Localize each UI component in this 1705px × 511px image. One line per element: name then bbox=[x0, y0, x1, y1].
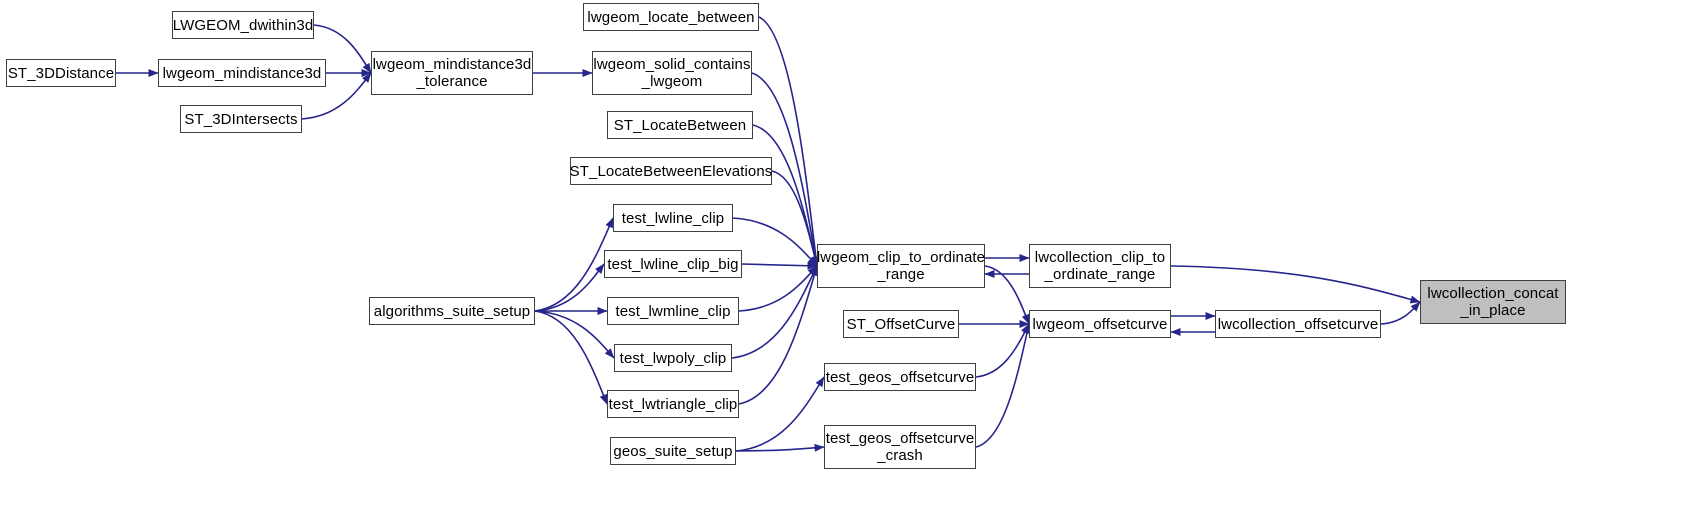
graph-edge-lwcollection_offsetcurve-to-lwcollection_concat_in_place bbox=[1380, 301, 1421, 325]
graph-node-label: ST_OffsetCurve bbox=[846, 315, 956, 333]
graph-node-lwcollection_clip_to_ordinate_range[interactable]: lwcollection_clip_to _ordinate_range bbox=[1029, 244, 1171, 288]
graph-node-label: geos_suite_setup bbox=[613, 442, 733, 460]
graph-node-test_geos_offsetcurve_crash[interactable]: test_geos_offsetcurve _crash bbox=[824, 425, 976, 469]
graph-node-lwgeom_mindistance3d[interactable]: lwgeom_mindistance3d bbox=[158, 59, 326, 87]
graph-node-test_lwline_clip[interactable]: test_lwline_clip bbox=[613, 204, 733, 232]
graph-edge-lwgeom_locate_between-to-lwgeom_clip_to_ordinate_range bbox=[758, 16, 820, 267]
graph-node-geos_suite_setup[interactable]: geos_suite_setup bbox=[610, 437, 736, 465]
graph-edge-lwcollection_clip_to_ordinate_range-to-lwcollection_concat_in_place bbox=[1170, 265, 1421, 304]
graph-node-label: test_geos_offsetcurve _crash bbox=[825, 430, 975, 464]
graph-node-label: ST_3DDistance bbox=[7, 64, 115, 82]
graph-node-label: ST_LocateBetweenElevations bbox=[569, 162, 773, 180]
graph-node-lwcollection_concat_in_place[interactable]: lwcollection_concat _in_place bbox=[1420, 280, 1566, 324]
graph-edge-algorithms_suite_setup-to-test_lwline_clip_big bbox=[534, 263, 605, 312]
graph-edge-test_geos_offsetcurve_crash-to-lwgeom_offsetcurve bbox=[975, 323, 1031, 448]
graph-edge-lwgeom_clip_to_ordinate_range-to-lwgeom_offsetcurve bbox=[984, 265, 1030, 325]
graph-edge-st_locatebetweenelevations-to-lwgeom_clip_to_ordinate_range bbox=[771, 170, 819, 267]
graph-edge-geos_suite_setup-to-test_geos_offsetcurve_crash bbox=[735, 443, 825, 452]
graph-edge-test_lwline_clip-to-lwgeom_clip_to_ordinate_range bbox=[732, 217, 818, 267]
graph-edge-algorithms_suite_setup-to-test_lwpoly_clip bbox=[534, 310, 615, 359]
graph-node-test_geos_offsetcurve[interactable]: test_geos_offsetcurve bbox=[824, 363, 976, 391]
graph-edge-geos_suite_setup-to-test_geos_offsetcurve bbox=[735, 376, 825, 452]
graph-node-label: test_lwpoly_clip bbox=[619, 349, 727, 367]
graph-node-label: test_lwline_clip_big bbox=[607, 255, 739, 273]
graph-node-label: test_lwtriangle_clip bbox=[608, 395, 738, 413]
graph-node-st_3ddistance[interactable]: ST_3DDistance bbox=[6, 59, 116, 87]
graph-edge-test_lwtriangle_clip-to-lwgeom_clip_to_ordinate_range bbox=[738, 265, 819, 405]
graph-node-label: lwgeom_clip_to_ordinate _range bbox=[816, 249, 986, 283]
graph-node-label: algorithms_suite_setup bbox=[373, 302, 531, 320]
graph-node-label: lwgeom_mindistance3d _tolerance bbox=[372, 56, 532, 90]
graph-node-lwgeom_solid_contains_lwgeom[interactable]: lwgeom_solid_contains _lwgeom bbox=[592, 51, 752, 95]
graph-node-label: lwcollection_concat _in_place bbox=[1427, 285, 1559, 319]
graph-node-label: ST_LocateBetween bbox=[613, 116, 747, 134]
graph-edge-algorithms_suite_setup-to-test_lwline_clip bbox=[534, 217, 614, 312]
graph-node-test_lwpoly_clip[interactable]: test_lwpoly_clip bbox=[614, 344, 732, 372]
graph-node-label: test_lwmline_clip bbox=[615, 302, 731, 320]
graph-node-st_offsetcurve[interactable]: ST_OffsetCurve bbox=[843, 310, 959, 338]
graph-edge-algorithms_suite_setup-to-test_lwtriangle_clip bbox=[534, 310, 608, 405]
graph-node-label: lwgeom_offsetcurve bbox=[1032, 315, 1168, 333]
graph-node-label: LWGEOM_dwithin3d bbox=[172, 16, 314, 34]
graph-node-label: lwgeom_locate_between bbox=[587, 8, 755, 26]
graph-node-st_locatebetweenelevations[interactable]: ST_LocateBetweenElevations bbox=[570, 157, 772, 185]
graph-node-st_3dintersects[interactable]: ST_3DIntersects bbox=[180, 105, 302, 133]
graph-edge-test_lwpoly_clip-to-lwgeom_clip_to_ordinate_range bbox=[731, 265, 818, 359]
graph-node-label: lwgeom_mindistance3d bbox=[162, 64, 322, 82]
graph-node-test_lwtriangle_clip[interactable]: test_lwtriangle_clip bbox=[607, 390, 739, 418]
graph-node-lwgeom_dwithin3d[interactable]: LWGEOM_dwithin3d bbox=[172, 11, 314, 39]
graph-node-lwcollection_offsetcurve[interactable]: lwcollection_offsetcurve bbox=[1215, 310, 1381, 338]
graph-node-test_lwmline_clip[interactable]: test_lwmline_clip bbox=[607, 297, 739, 325]
graph-edge-test_lwline_clip_big-to-lwgeom_clip_to_ordinate_range bbox=[741, 261, 818, 270]
graph-node-label: lwcollection_clip_to _ordinate_range bbox=[1034, 249, 1166, 283]
graph-node-test_lwline_clip_big[interactable]: test_lwline_clip_big bbox=[604, 250, 742, 278]
graph-node-label: ST_3DIntersects bbox=[184, 110, 298, 128]
graph-node-lwgeom_mindistance3d_tol[interactable]: lwgeom_mindistance3d _tolerance bbox=[371, 51, 533, 95]
graph-node-label: lwcollection_offsetcurve bbox=[1217, 315, 1379, 333]
graph-edge-test_lwmline_clip-to-lwgeom_clip_to_ordinate_range bbox=[738, 265, 818, 312]
graph-node-label: test_lwline_clip bbox=[621, 209, 725, 227]
graph-edge-test_geos_offsetcurve-to-lwgeom_offsetcurve bbox=[975, 323, 1030, 378]
graph-node-algorithms_suite_setup[interactable]: algorithms_suite_setup bbox=[369, 297, 535, 325]
graph-edge-st_locatebetween-to-lwgeom_clip_to_ordinate_range bbox=[752, 124, 819, 267]
graph-node-lwgeom_locate_between[interactable]: lwgeom_locate_between bbox=[583, 3, 759, 31]
graph-node-st_locatebetween[interactable]: ST_LocateBetween bbox=[607, 111, 753, 139]
graph-node-label: test_geos_offsetcurve bbox=[825, 368, 975, 386]
graph-node-label: lwgeom_solid_contains _lwgeom bbox=[593, 56, 751, 90]
graph-node-lwgeom_clip_to_ordinate_range[interactable]: lwgeom_clip_to_ordinate _range bbox=[817, 244, 985, 288]
graph-node-lwgeom_offsetcurve[interactable]: lwgeom_offsetcurve bbox=[1029, 310, 1171, 338]
